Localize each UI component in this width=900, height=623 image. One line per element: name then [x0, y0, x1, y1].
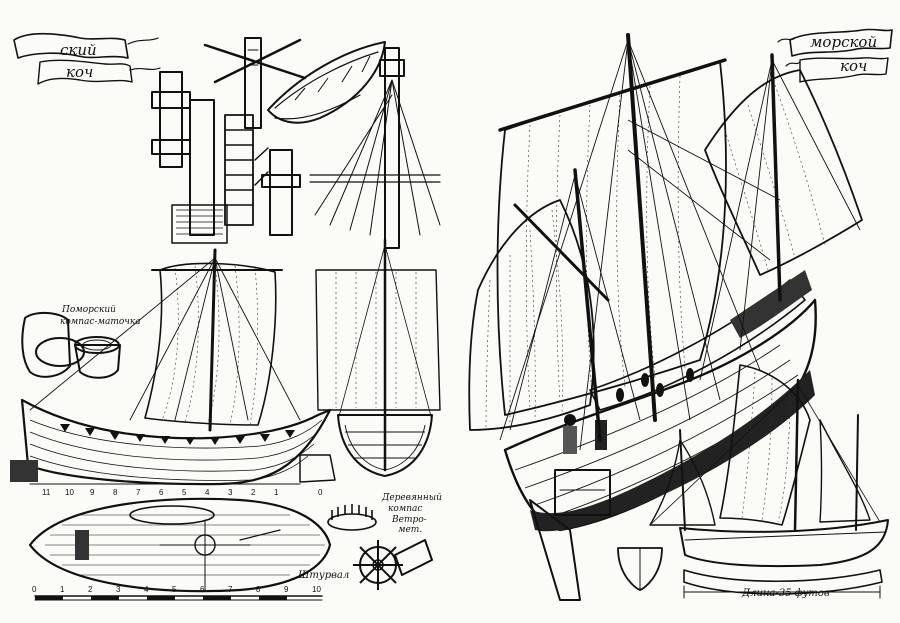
pomor-compass-label-2: компас-маточка	[60, 317, 141, 327]
banner-right-bottom-text: коч	[840, 57, 867, 75]
scale-tick-0: 0	[32, 585, 37, 594]
fittings-cluster	[151, 37, 307, 244]
station-11: 11	[42, 488, 51, 497]
hull-cross-section: Длина-35 футов	[617, 547, 883, 599]
scale-tick-2: 2	[88, 585, 93, 594]
hull-station-numbers: 11 10 9 8 7 6 5 4 3 2 1 0	[42, 488, 323, 497]
mast-head-detail	[309, 47, 441, 249]
scale-tick-7: 7	[228, 585, 233, 594]
left-page: ский коч	[10, 32, 442, 601]
wooden-compass-label-3: Ветро-	[391, 515, 427, 525]
rowing-boat	[267, 41, 386, 124]
banner-right: морской коч	[777, 28, 893, 83]
station-8: 8	[113, 488, 118, 497]
station-4: 4	[205, 488, 210, 497]
pomor-compass-illustration: Поморский компас-маточка	[21, 305, 141, 379]
koch-plan-view	[28, 497, 332, 593]
helm-wheel-illustration: Штурвал	[297, 539, 433, 590]
main-koch-hull	[503, 270, 817, 601]
scale-tick-3: 3	[116, 585, 121, 594]
station-10: 10	[65, 488, 74, 497]
scale-tick-4: 4	[144, 585, 149, 594]
koch-front-view	[315, 238, 441, 477]
station-2: 2	[251, 488, 256, 497]
station-6: 6	[159, 488, 164, 497]
wooden-compass-label-4: мет.	[398, 525, 422, 535]
wooden-compass-label-1: Деревянный	[381, 493, 442, 503]
scale-tick-5: 5	[172, 585, 177, 594]
station-7: 7	[136, 488, 141, 497]
koch-side-view: 11 10 9 8 7 6 5 4 3 2 1 0	[10, 248, 336, 497]
scale-tick-10: 10	[312, 585, 321, 594]
scale-bar: 0 1 2 3 4 5 6 7 8 9 10	[32, 585, 323, 601]
banner-left: ский коч	[13, 32, 161, 85]
banner-right-top-text: морской	[810, 33, 877, 51]
scale-tick-6: 6	[200, 585, 205, 594]
scale-tick-1: 1	[60, 585, 65, 594]
length-label: Длина-35 футов	[741, 588, 830, 599]
main-koch-sails	[468, 33, 863, 451]
helm-label: Штурвал	[297, 570, 349, 581]
station-0: 0	[318, 488, 323, 497]
station-3: 3	[228, 488, 233, 497]
wooden-compass-illustration: Деревянный компас Ветро- мет.	[327, 493, 442, 535]
wooden-compass-label-2: компас	[388, 504, 422, 514]
pomor-compass-label-1: Поморский	[61, 305, 116, 315]
station-9: 9	[90, 488, 95, 497]
banner-left-top-text: ский	[60, 41, 97, 59]
small-koch-illustration	[649, 364, 889, 568]
banner-left-bottom-text: коч	[66, 63, 93, 81]
station-1: 1	[274, 488, 279, 497]
right-page: морской коч	[468, 28, 893, 601]
scale-tick-8: 8	[256, 585, 261, 594]
scale-tick-9: 9	[284, 585, 289, 594]
station-5: 5	[182, 488, 187, 497]
